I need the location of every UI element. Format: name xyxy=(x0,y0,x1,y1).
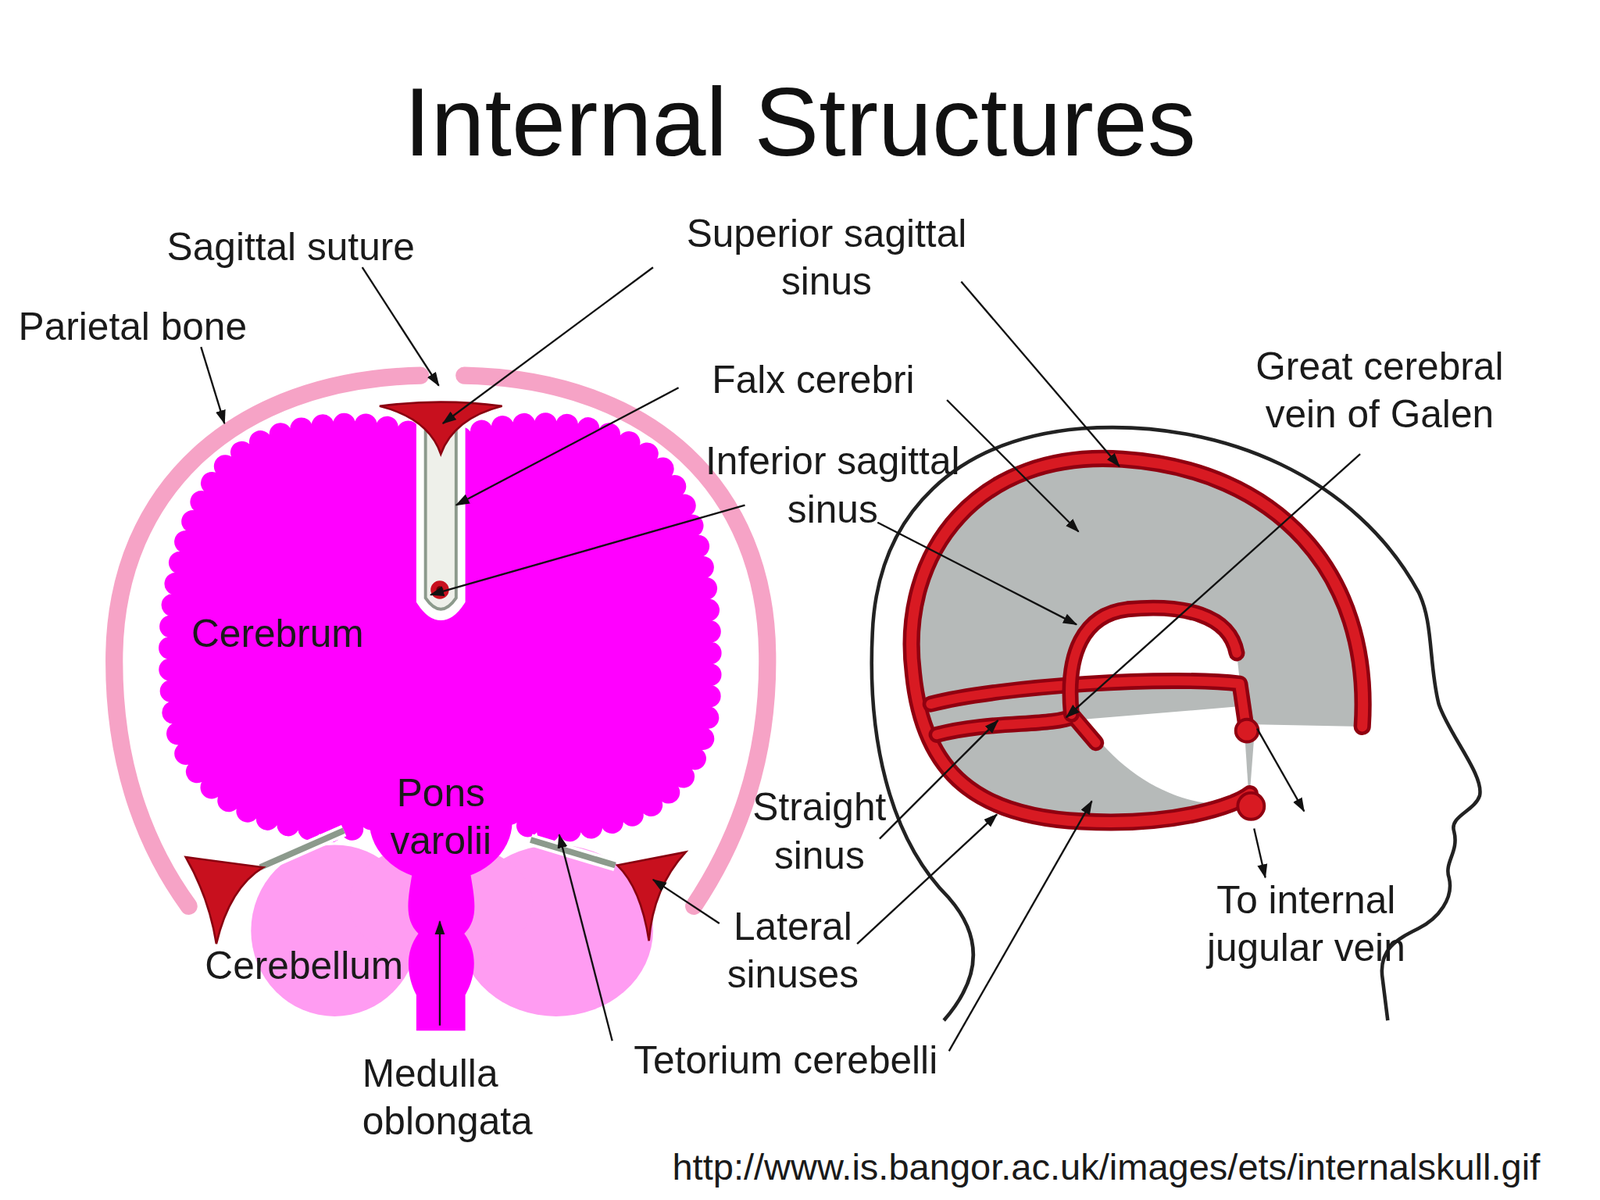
jugular-outlet xyxy=(1235,719,1259,743)
leader-arrow xyxy=(653,879,720,924)
leader-arrow xyxy=(559,834,613,1041)
tentorium-cerebelli xyxy=(530,839,615,866)
anatomy-label: Pons varolii xyxy=(369,769,513,866)
lateral-sinus xyxy=(185,857,264,944)
inferior-sagittal-sinus xyxy=(1070,607,1237,715)
anatomy-label: Medulla oblongata xyxy=(362,1050,567,1147)
leader-arrow xyxy=(1066,453,1361,718)
anatomy-label: Tetorium cerebelli xyxy=(633,1036,938,1085)
tentorial-notch xyxy=(1083,706,1250,804)
anatomy-label: Parietal bone xyxy=(18,303,247,351)
lateral-sinus xyxy=(617,852,686,942)
anatomy-label: Great cerebral vein of Galen xyxy=(1231,342,1528,440)
superior-sagittal-sinus xyxy=(379,402,503,455)
medulla-shape xyxy=(407,867,475,1031)
leader-arrow xyxy=(877,522,1077,625)
anatomy-label: Cerebrum xyxy=(191,610,365,658)
anatomy-label: To internal jugular vein xyxy=(1183,876,1429,973)
pons-shape xyxy=(369,762,513,882)
head-outline xyxy=(871,427,1481,1021)
anatomy-label: Superior sagittal sinus xyxy=(657,210,995,307)
slide-title: Internal Structures xyxy=(403,72,1197,170)
leader-arrow xyxy=(949,800,1093,1051)
leader-arrow xyxy=(439,921,441,1025)
leader-arrow xyxy=(456,387,679,505)
anatomy-label: Straight sinus xyxy=(732,783,907,880)
anatomy-label: Falx cerebri xyxy=(711,356,915,404)
tentorium-cerebelli xyxy=(530,839,615,866)
anatomy-label: Sagittal suture xyxy=(167,223,415,272)
leader-arrow xyxy=(442,267,654,424)
tentorium-cerebelli xyxy=(260,830,344,868)
leader-arrow xyxy=(857,814,997,944)
leader-arrow xyxy=(946,400,1079,532)
anatomy-label: http://www.is.bangor.ac.uk/images/ets/in… xyxy=(671,1142,1540,1191)
leader-arrow xyxy=(430,505,745,596)
leader-arrow xyxy=(362,267,440,386)
leader-arrow xyxy=(879,720,999,840)
inferior-sagittal-sinus xyxy=(1070,607,1237,715)
anatomy-label: Inferior sagittal sinus xyxy=(679,437,986,534)
anatomy-label: Lateral sinuses xyxy=(706,903,880,1000)
leader-arrow xyxy=(1253,828,1265,879)
leader-arrow xyxy=(200,346,225,424)
anatomy-label: Cerebellum xyxy=(204,942,404,990)
jugular-outlet xyxy=(1237,792,1265,820)
tentorium-cerebelli xyxy=(260,830,344,868)
leader-arrow xyxy=(1257,728,1304,812)
